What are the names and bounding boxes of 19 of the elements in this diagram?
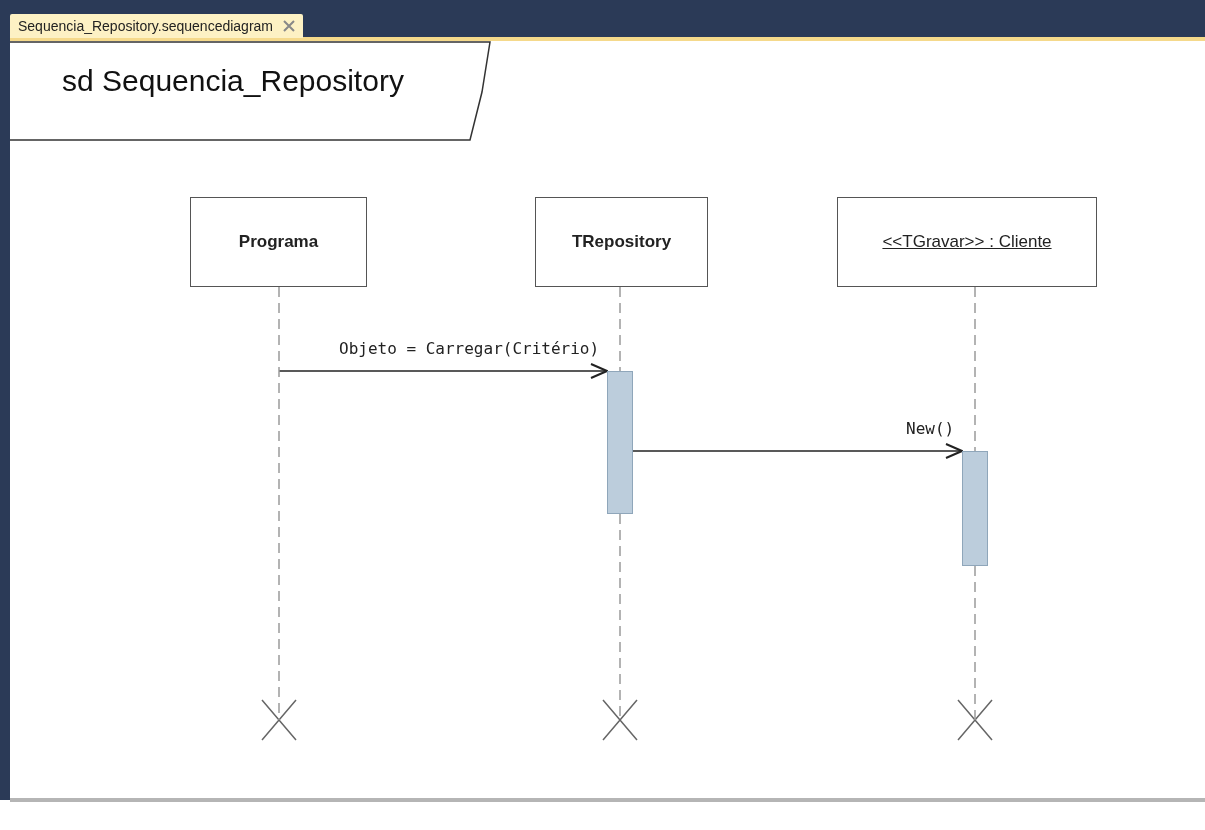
frame-title: sd Sequencia_Repository bbox=[62, 64, 404, 98]
lifeline-head-box bbox=[837, 197, 1097, 287]
destruction-mark bbox=[261, 699, 297, 741]
tab-title: Sequencia_Repository.sequencediagram bbox=[18, 18, 273, 34]
lifeline bbox=[974, 565, 976, 721]
lifeline-head-box bbox=[535, 197, 708, 287]
message-arrow bbox=[278, 363, 608, 379]
activation-bar bbox=[607, 371, 633, 514]
destruction-mark bbox=[957, 699, 993, 741]
lifeline-head-box bbox=[190, 197, 367, 287]
participant-name: Programa bbox=[238, 232, 319, 252]
lifeline bbox=[619, 286, 621, 372]
lifeline bbox=[974, 286, 976, 452]
participant-name: TRepository bbox=[571, 232, 672, 252]
destruction-mark bbox=[602, 699, 638, 741]
lifeline bbox=[278, 286, 280, 721]
activation-bar bbox=[962, 451, 988, 566]
message-arrow bbox=[632, 443, 963, 459]
participant-name: <<TGravar>> : Cliente bbox=[882, 232, 1052, 252]
